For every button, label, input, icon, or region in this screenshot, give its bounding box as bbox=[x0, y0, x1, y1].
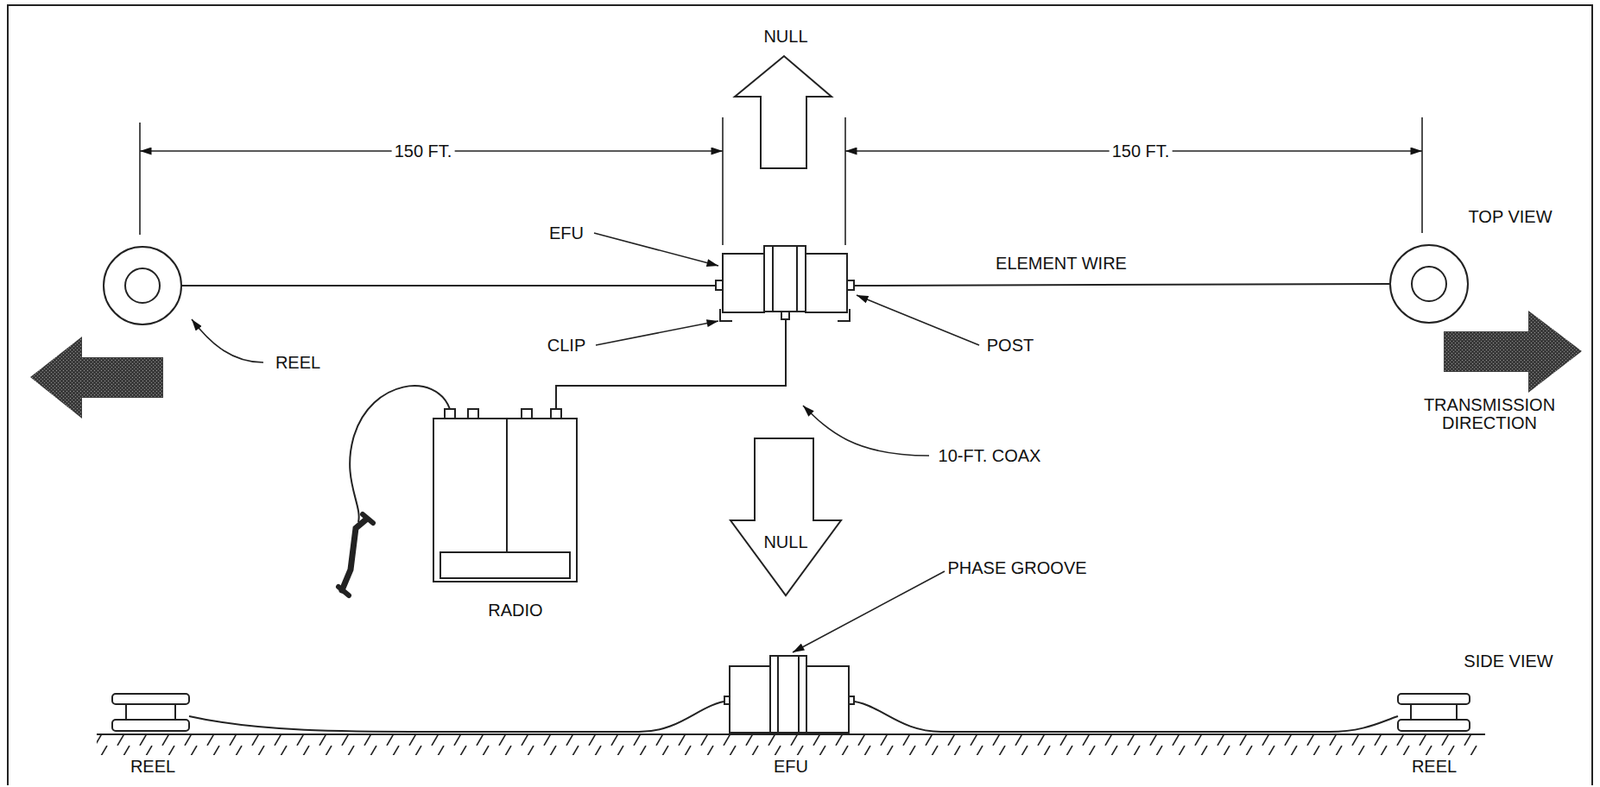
part-label: EFU bbox=[771, 757, 811, 778]
part-label: ELEMENT WIRE bbox=[992, 253, 1130, 274]
part-label: REEL bbox=[272, 353, 323, 374]
null-arrow bbox=[730, 438, 842, 596]
part-label: POST bbox=[984, 335, 1037, 356]
reel bbox=[103, 245, 1468, 325]
view-title: TOP VIEW bbox=[1465, 207, 1555, 228]
part-label: REEL bbox=[127, 757, 178, 778]
element-wire bbox=[848, 701, 1398, 733]
null-arrow bbox=[734, 56, 832, 169]
ground-line bbox=[96, 733, 1486, 736]
part-label: CLIP bbox=[544, 335, 589, 356]
frame bbox=[7, 5, 1593, 786]
arrow-label: NULL bbox=[760, 26, 810, 47]
handset-cord bbox=[349, 385, 450, 523]
element-wire bbox=[181, 284, 718, 287]
handset bbox=[338, 514, 374, 596]
part-label: EFU bbox=[546, 223, 587, 244]
efu bbox=[724, 656, 854, 734]
dimension: 150 FT. bbox=[392, 141, 456, 162]
part-label: RADIO bbox=[485, 600, 545, 621]
element-wire bbox=[852, 284, 1391, 286]
coax-cable bbox=[556, 319, 786, 414]
handset bbox=[341, 519, 367, 591]
direction-arrow bbox=[30, 336, 164, 419]
part-label: REEL bbox=[1409, 757, 1460, 778]
ground-hatch bbox=[96, 734, 1486, 756]
element-wire bbox=[189, 701, 730, 733]
arrow-label: NULL bbox=[760, 532, 810, 553]
direction-arrow bbox=[1443, 310, 1582, 393]
efu bbox=[715, 246, 854, 322]
direction-label: TRANSMISSION DIRECTION bbox=[1400, 395, 1579, 434]
dimension: 150 FT. bbox=[1109, 141, 1173, 162]
part-label: 10-FT. COAX bbox=[935, 446, 1044, 467]
radio bbox=[433, 409, 577, 582]
leader-line bbox=[191, 233, 980, 653]
view-title: SIDE VIEW bbox=[1460, 651, 1556, 672]
part-label: PHASE GROOVE bbox=[944, 558, 1089, 579]
